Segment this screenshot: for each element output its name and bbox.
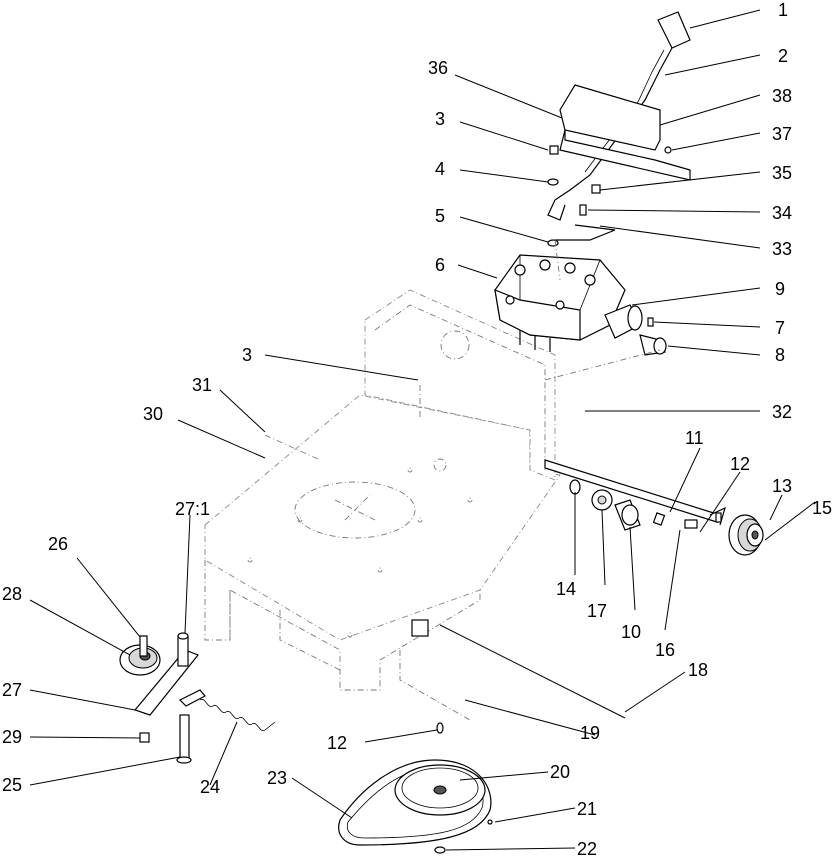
callout-32: 32 (772, 402, 792, 422)
callout-33: 33 (772, 239, 792, 259)
callout-6: 6 (435, 255, 445, 275)
callout-9: 9 (775, 279, 785, 299)
callout-1: 1 (778, 0, 788, 20)
callout-17: 17 (587, 601, 607, 621)
callout-25: 25 (2, 775, 22, 795)
callout-13: 13 (772, 476, 792, 496)
callout-20: 20 (550, 762, 570, 782)
callout-28: 28 (2, 584, 22, 604)
callout-3: 3 (435, 109, 445, 129)
callout-22: 22 (577, 839, 597, 859)
frame-phantom (204, 289, 561, 721)
callout-12-belt: 12 (327, 733, 347, 753)
callout-35: 35 (772, 163, 792, 183)
callout-23: 23 (267, 768, 287, 788)
shift-lever-assembly (547, 11, 691, 247)
callout-21: 21 (577, 799, 597, 819)
callout-26: 26 (48, 534, 68, 554)
callout-8: 8 (775, 345, 785, 365)
callout-27: 27 (2, 680, 22, 700)
callout-19: 19 (580, 723, 600, 743)
callout-37: 37 (772, 124, 792, 144)
transaxle-housing (494, 254, 667, 356)
belt-and-pulley (338, 722, 493, 854)
callout-31: 31 (192, 375, 212, 395)
callout-11: 11 (685, 428, 704, 448)
callout-27-1: 27:1 (175, 499, 210, 519)
callout-34: 34 (772, 203, 792, 223)
callout-14: 14 (556, 579, 576, 599)
callout-16: 16 (655, 640, 675, 660)
callout-24: 24 (200, 777, 220, 797)
callout-2: 2 (778, 46, 788, 66)
callout-5: 5 (435, 206, 445, 226)
callout-4: 4 (435, 159, 445, 179)
callout-12: 12 (730, 454, 750, 474)
callout-15: 15 (812, 498, 832, 518)
callout-36: 36 (428, 58, 448, 78)
callout-30: 30 (143, 404, 163, 424)
callout-18: 18 (688, 660, 708, 680)
axle-assembly (544, 459, 764, 556)
leader-lines (29, 9, 816, 851)
callout-3-frame: 3 (242, 345, 252, 365)
idler-assembly (119, 632, 276, 764)
callout-7: 7 (775, 318, 785, 338)
callout-29: 29 (2, 727, 22, 747)
callout-38: 38 (772, 86, 792, 106)
callout-10: 10 (621, 622, 641, 642)
